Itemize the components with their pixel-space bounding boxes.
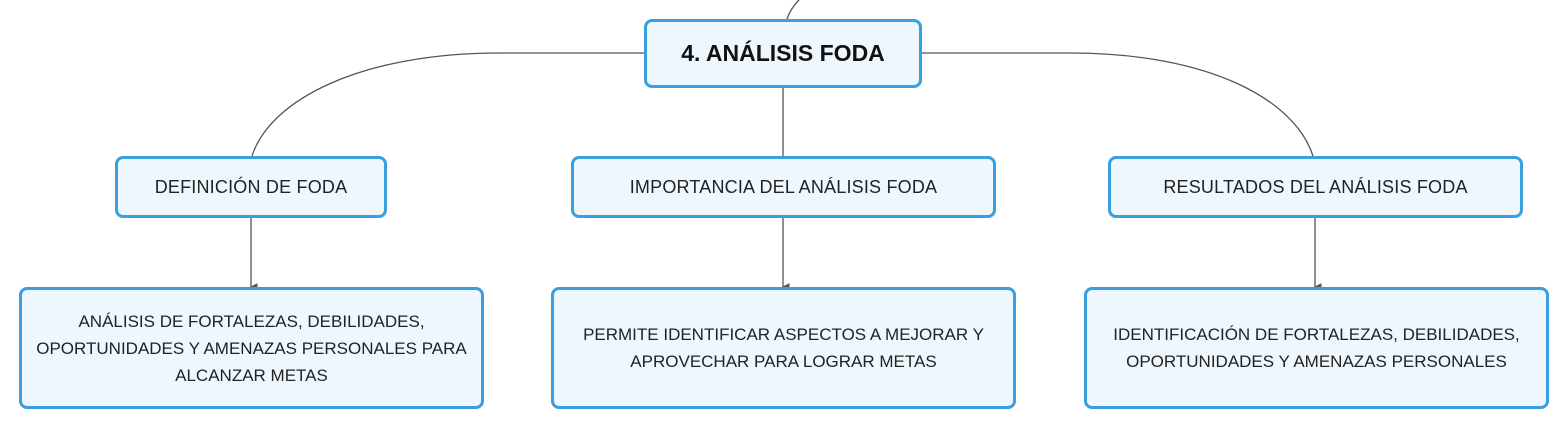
detail-node-definicion[interactable]: ANÁLISIS DE FORTALEZAS, DEBILIDADES, OPO… (19, 287, 484, 409)
root-node[interactable]: 4. ANÁLISIS FODA (644, 19, 922, 88)
branch-node-importancia[interactable]: IMPORTANCIA DEL ANÁLISIS FODA (571, 156, 996, 218)
branch-node-definicion[interactable]: DEFINICIÓN DE FODA (115, 156, 387, 218)
connector-parent-to-root (786, 0, 800, 20)
detail-node-text: PERMITE IDENTIFICAR ASPECTOS A MEJORAR Y… (583, 325, 984, 371)
connector-root-to-definicion (251, 52, 644, 157)
detail-node-importancia[interactable]: PERMITE IDENTIFICAR ASPECTOS A MEJORAR Y… (551, 287, 1016, 409)
connector-root-to-resultados (922, 52, 1314, 157)
detail-node-resultados[interactable]: IDENTIFICACIÓN DE FORTALEZAS, DEBILIDADE… (1084, 287, 1549, 409)
branch-node-label: IMPORTANCIA DEL ANÁLISIS FODA (629, 176, 938, 197)
branch-node-label: DEFINICIÓN DE FODA (154, 176, 348, 197)
branch-node-label: RESULTADOS DEL ANÁLISIS FODA (1163, 176, 1468, 197)
root-node-label: 4. ANÁLISIS FODA (681, 40, 885, 66)
detail-node-text: ANÁLISIS DE FORTALEZAS, DEBILIDADES, OPO… (36, 311, 467, 385)
detail-node-text: IDENTIFICACIÓN DE FORTALEZAS, DEBILIDADE… (1113, 325, 1520, 371)
branch-node-resultados[interactable]: RESULTADOS DEL ANÁLISIS FODA (1108, 156, 1523, 218)
